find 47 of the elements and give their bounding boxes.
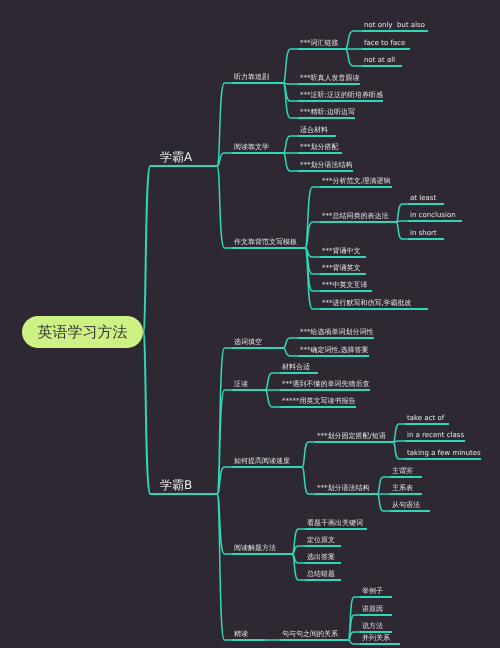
branch-line bbox=[282, 135, 298, 154]
branch-line bbox=[395, 221, 408, 240]
branch-line bbox=[216, 347, 232, 494]
branch-line bbox=[142, 332, 158, 495]
branch-line bbox=[344, 30, 362, 50]
branch-line bbox=[348, 631, 360, 641]
branch-line bbox=[282, 337, 298, 349]
branch-line bbox=[345, 48, 362, 50]
central-topic: 英语学习方法 bbox=[22, 316, 143, 348]
branch-line bbox=[283, 152, 298, 154]
branch-line bbox=[304, 248, 320, 310]
branch-line bbox=[216, 494, 232, 555]
branch-line bbox=[304, 221, 320, 249]
branch-line bbox=[264, 372, 280, 391]
branch-line bbox=[216, 152, 232, 167]
branch-line bbox=[282, 82, 298, 102]
branch-line bbox=[292, 545, 305, 555]
branch-line bbox=[392, 441, 405, 460]
branch-line bbox=[216, 389, 232, 494]
branch-line bbox=[265, 639, 280, 641]
main-topic: 学霸B bbox=[158, 479, 217, 495]
branch-line bbox=[348, 639, 360, 645]
branch-line bbox=[392, 423, 405, 443]
branch-line bbox=[392, 440, 405, 443]
main-topic: 学霸A bbox=[158, 151, 217, 167]
branch-line bbox=[292, 553, 305, 564]
branch-line bbox=[282, 152, 298, 172]
branch-line bbox=[304, 247, 320, 258]
branch-line bbox=[291, 528, 305, 554]
branch-line bbox=[347, 596, 360, 640]
branch-line bbox=[282, 347, 298, 357]
branch-line bbox=[304, 248, 320, 292]
branch-line bbox=[264, 389, 280, 408]
branch-line bbox=[282, 82, 298, 85]
branch-line bbox=[344, 48, 362, 67]
branch-line bbox=[396, 220, 408, 223]
branch-line bbox=[304, 247, 320, 275]
branch-line bbox=[347, 614, 360, 640]
branch-line bbox=[216, 466, 232, 495]
branch-line bbox=[395, 203, 408, 223]
branch-line bbox=[282, 82, 298, 119]
branch-line bbox=[376, 493, 390, 512]
branch-line bbox=[377, 493, 390, 495]
branch-line bbox=[376, 476, 390, 495]
branch-line bbox=[291, 554, 305, 581]
branch-line bbox=[142, 165, 158, 332]
branch-line bbox=[265, 389, 280, 391]
